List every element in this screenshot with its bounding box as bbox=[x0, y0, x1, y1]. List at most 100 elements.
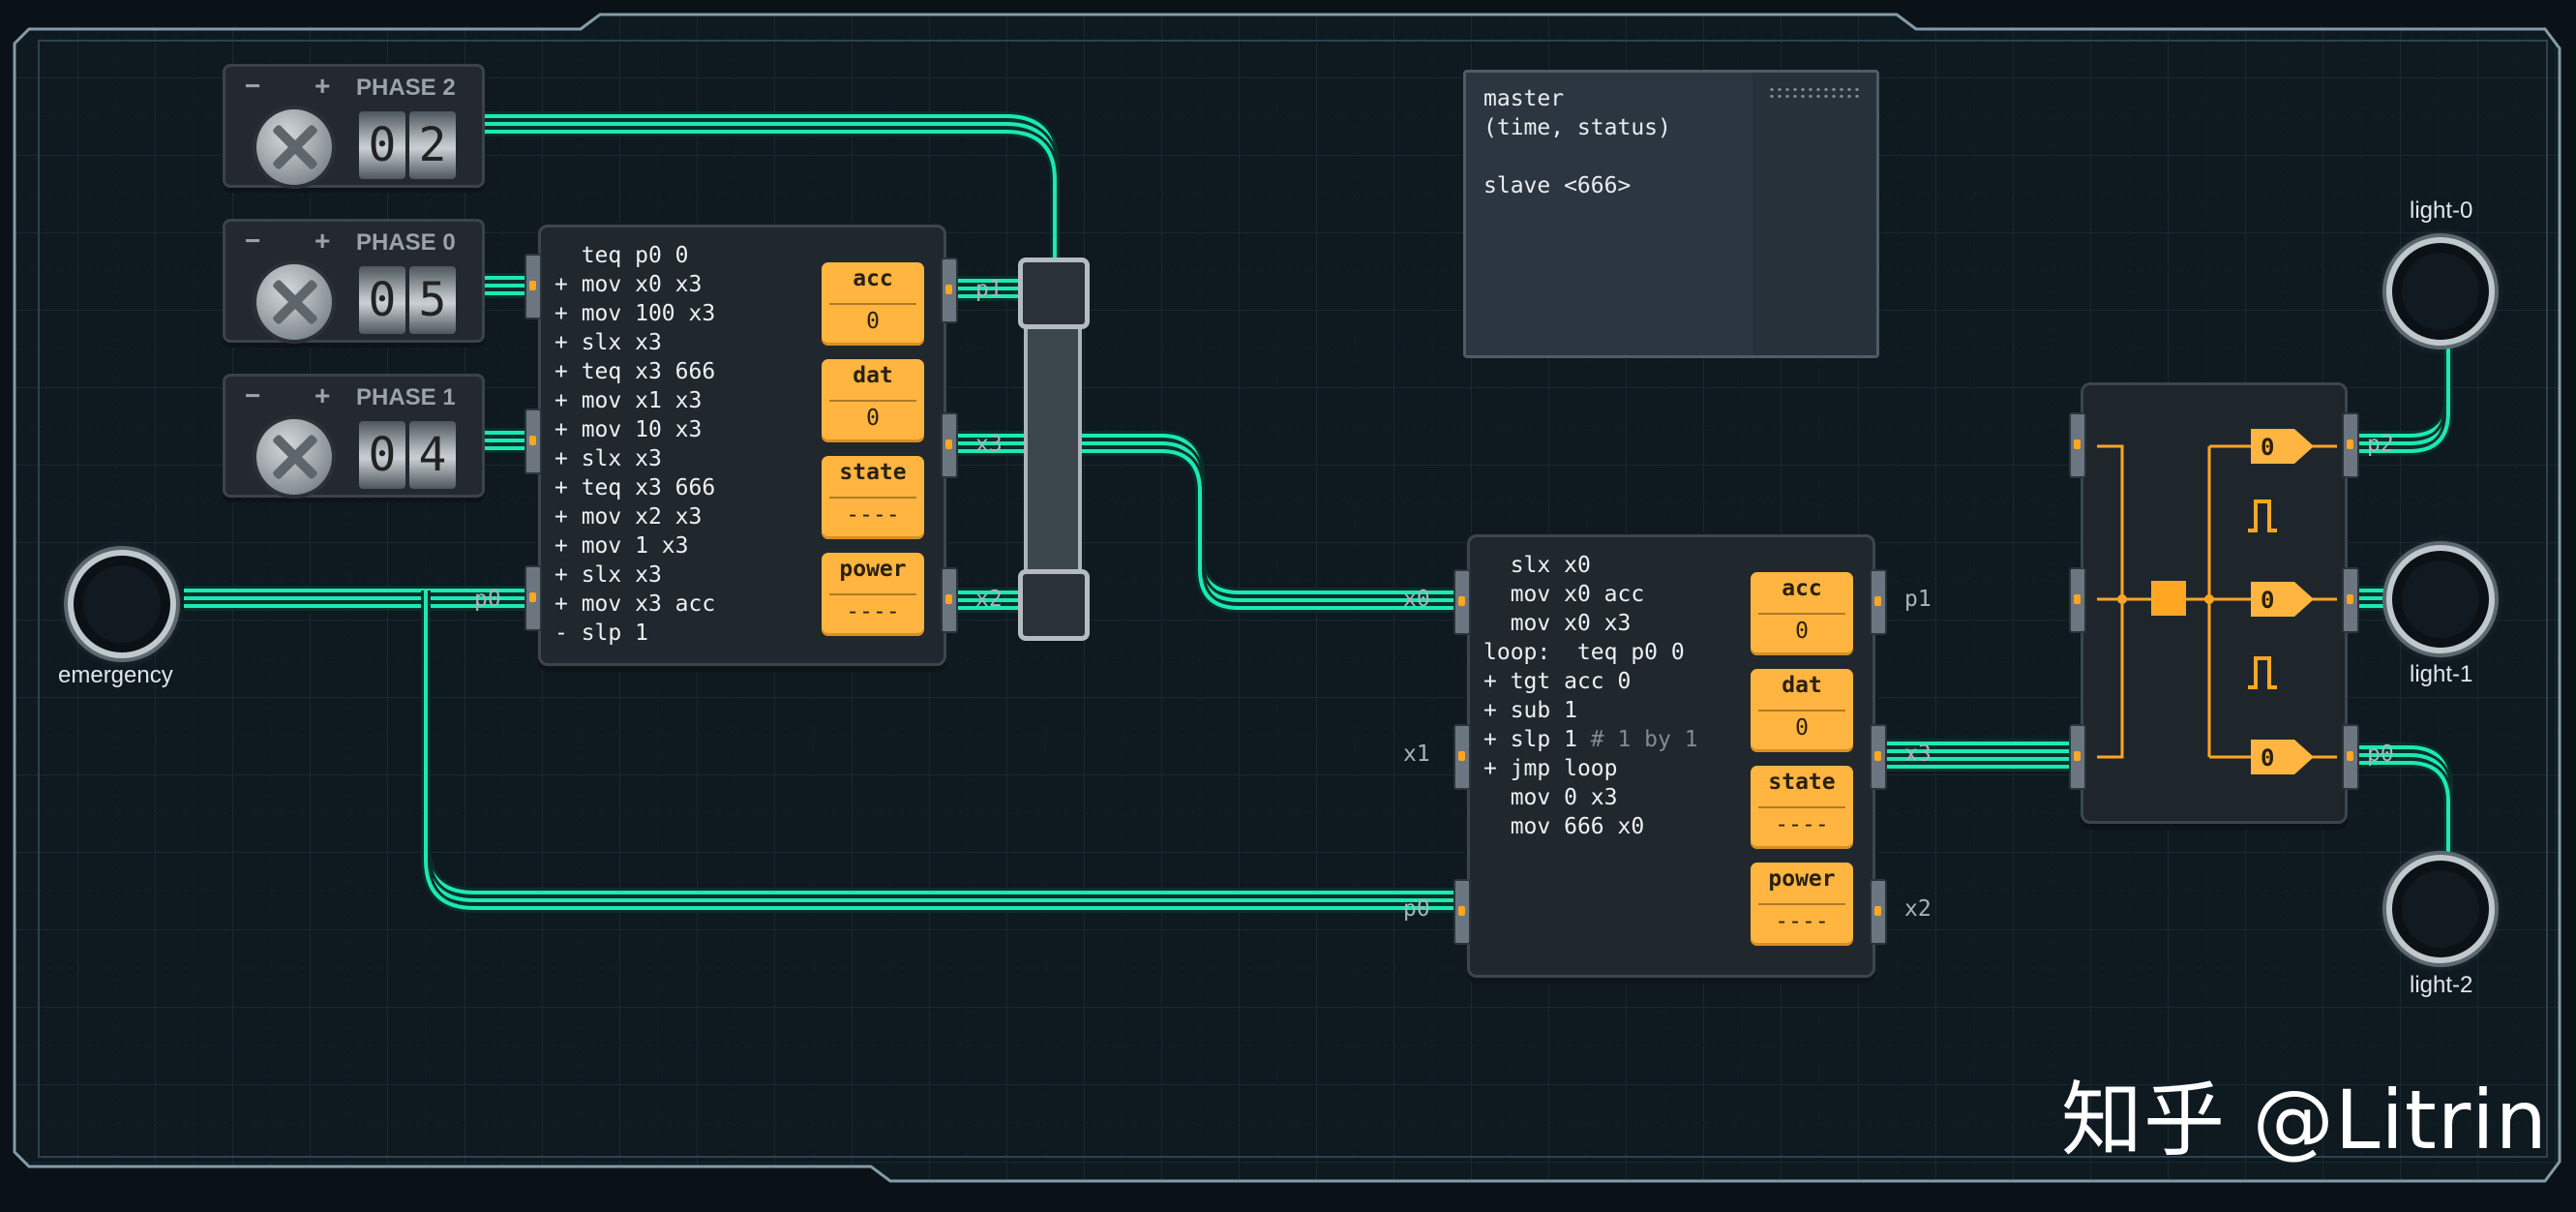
dial-knob-icon[interactable] bbox=[253, 260, 336, 344]
fanout-label-p2: p2 bbox=[2367, 432, 2394, 457]
mc1-port-p0[interactable] bbox=[524, 565, 542, 631]
register-name: power bbox=[839, 557, 907, 582]
wire bbox=[956, 449, 1459, 610]
code-line: + mov x1 x3 bbox=[554, 388, 703, 413]
microcontroller-1[interactable]: teq p0 0+ mov x0 x3+ mov 100 x3+ slx x3+… bbox=[538, 225, 946, 666]
register-name: dat bbox=[1782, 673, 1822, 698]
notes-panel[interactable]: master (time, status) slave <666> bbox=[1463, 70, 1879, 358]
mc1-port-p1[interactable] bbox=[941, 258, 958, 323]
fanout-port-p2[interactable] bbox=[2342, 412, 2359, 478]
wire bbox=[484, 130, 1057, 269]
mc1-port-x3[interactable] bbox=[941, 412, 958, 478]
mc2-port-p1[interactable] bbox=[1870, 569, 1887, 635]
code-line: + slx x3 bbox=[554, 446, 662, 471]
emergency-button[interactable] bbox=[68, 550, 176, 658]
register-name: state bbox=[839, 460, 907, 485]
dial-plus-button[interactable]: + bbox=[315, 226, 331, 256]
register-name: power bbox=[1768, 866, 1836, 892]
fanout-value: 0 bbox=[2261, 434, 2275, 461]
register-dat: dat 0 bbox=[1751, 669, 1853, 752]
dial-knob-icon[interactable] bbox=[253, 106, 336, 189]
mc2-port-p0[interactable] bbox=[1453, 879, 1471, 945]
fanout-port-in-x3[interactable] bbox=[2069, 724, 2086, 790]
code-line: loop: teq p0 0 bbox=[1483, 640, 1685, 665]
fanout-module[interactable]: 0 0 0 bbox=[2081, 382, 2348, 824]
fanout-port-p0[interactable] bbox=[2342, 724, 2359, 790]
mc1-label-p0: p0 bbox=[474, 587, 501, 612]
dial-plus-button[interactable]: + bbox=[315, 380, 331, 410]
register-value: 0 bbox=[866, 406, 880, 431]
mc2-label-x0: x0 bbox=[1403, 587, 1430, 612]
mc2-port-x1[interactable] bbox=[1453, 724, 1471, 790]
mc2-port-x0[interactable] bbox=[1453, 569, 1471, 635]
register-name: state bbox=[1768, 770, 1836, 795]
code-line: + mov x2 x3 bbox=[554, 504, 703, 530]
code-line: slx x0 bbox=[1510, 553, 1591, 578]
register-power: power ---- bbox=[822, 553, 924, 636]
mc2-port-x2[interactable] bbox=[1870, 879, 1887, 945]
dial-phase-2: − + PHASE 2 0 2 bbox=[223, 64, 485, 189]
mc1-label-x2: x2 bbox=[975, 587, 1003, 612]
mc2-label-p1: p1 bbox=[1904, 587, 1932, 612]
wire bbox=[2355, 347, 2450, 453]
emergency-label: emergency bbox=[58, 662, 173, 688]
register-name: acc bbox=[1782, 576, 1822, 601]
dial-plus-button[interactable]: + bbox=[315, 71, 331, 101]
drag-handle-icon[interactable] bbox=[1768, 86, 1861, 100]
mc1-label-p1: p1 bbox=[975, 277, 1003, 302]
wire bbox=[424, 606, 1459, 910]
register-value: ---- bbox=[1775, 812, 1829, 837]
register-value: 0 bbox=[1795, 619, 1809, 644]
register-name: acc bbox=[853, 266, 893, 291]
mc1-port-left-mid[interactable] bbox=[524, 409, 542, 474]
mc1-port-left-top[interactable] bbox=[524, 254, 542, 319]
mc2-port-x3[interactable] bbox=[1870, 724, 1887, 790]
bridge-cap-bottom bbox=[1018, 569, 1090, 641]
light-0-bulb bbox=[2386, 237, 2495, 346]
register-power: power ---- bbox=[1751, 863, 1853, 946]
dial-digit-ones: 2 bbox=[409, 111, 456, 179]
dial-title: PHASE 0 bbox=[356, 229, 456, 256]
code-line: + jmp loop bbox=[1483, 756, 1618, 781]
light-1-label: light-1 bbox=[2410, 661, 2473, 687]
dial-digit-tens: 0 bbox=[359, 421, 405, 489]
dial-minus-button[interactable]: − bbox=[245, 380, 261, 410]
register-value: 0 bbox=[1795, 715, 1809, 741]
code-line: - slp 1 bbox=[554, 621, 648, 646]
watermark: 知乎 @Litrin bbox=[2061, 1073, 2548, 1167]
register-state: state---- bbox=[822, 456, 924, 539]
dial-digit-ones: 5 bbox=[409, 266, 456, 334]
dial-phase-1: − + PHASE 1 0 4 bbox=[223, 374, 485, 499]
light-2-label: light-2 bbox=[2410, 972, 2473, 998]
wire-bridge[interactable] bbox=[1018, 258, 1090, 641]
code-line: + slx x3 bbox=[554, 562, 662, 588]
light-1-bulb bbox=[2386, 545, 2495, 653]
mc1-port-x2[interactable] bbox=[941, 567, 958, 633]
fanout-port-mid[interactable] bbox=[2342, 567, 2359, 633]
fanout-label-p0: p0 bbox=[2367, 742, 2394, 767]
fanout-port-in-top[interactable] bbox=[2069, 412, 2086, 478]
code-line: + teq x3 666 bbox=[554, 359, 716, 384]
dial-title: PHASE 1 bbox=[356, 384, 456, 410]
code-line: + mov 1 x3 bbox=[554, 533, 689, 559]
dial-minus-button[interactable]: − bbox=[245, 226, 261, 256]
fanout-port-in-mid[interactable] bbox=[2069, 567, 2086, 633]
dial-minus-button[interactable]: − bbox=[245, 71, 261, 101]
register-value: ---- bbox=[846, 599, 900, 624]
fanout-value: 0 bbox=[2261, 744, 2275, 772]
light-2-bulb bbox=[2386, 855, 2495, 963]
register-acc: acc 0 bbox=[1751, 572, 1853, 655]
mc1-code-editor[interactable]: teq p0 0+ mov x0 x3+ mov 100 x3+ slx x3+… bbox=[554, 241, 715, 648]
code-line: mov 0 x3 bbox=[1510, 785, 1618, 810]
mc2-label-x1: x1 bbox=[1403, 742, 1430, 767]
code-line: + mov 10 x3 bbox=[554, 417, 703, 442]
wire bbox=[2355, 761, 2450, 864]
dial-knob-icon[interactable] bbox=[253, 415, 336, 499]
register-value: ---- bbox=[1775, 909, 1829, 934]
code-line: + slx x3 bbox=[554, 330, 662, 355]
code-line: teq p0 0 bbox=[581, 243, 689, 268]
